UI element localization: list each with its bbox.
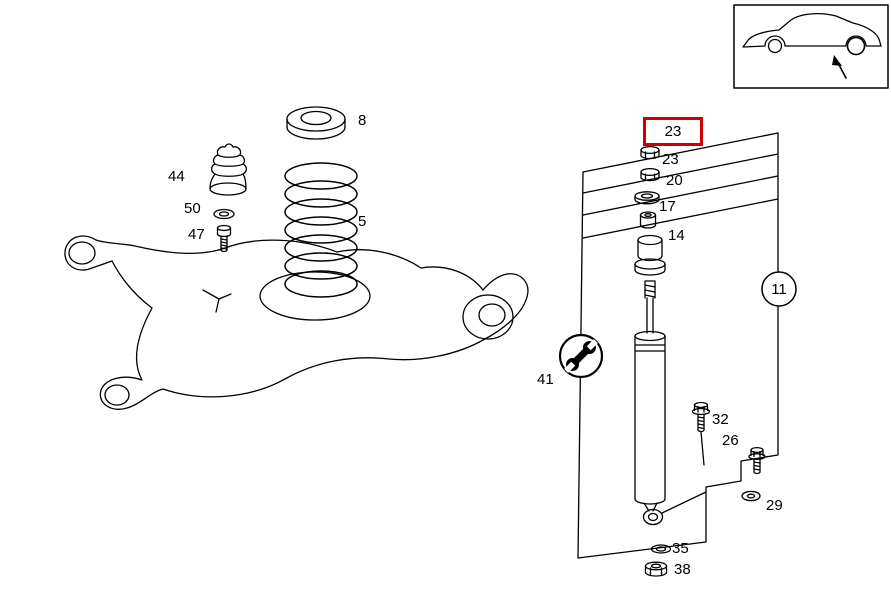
part-label-32[interactable]: 32 xyxy=(712,411,729,428)
part-label-5[interactable]: 5 xyxy=(358,213,367,230)
part-label-17[interactable]: 17 xyxy=(659,198,676,215)
part-label-8[interactable]: 8 xyxy=(358,112,367,129)
rear-wheel-marker xyxy=(846,36,866,56)
part-label-38[interactable]: 38 xyxy=(674,561,691,578)
bolt-47-drawing xyxy=(216,224,232,253)
control-arm-drawing xyxy=(64,235,529,410)
nut-38-drawing xyxy=(644,561,668,577)
bolt-26-drawing xyxy=(748,446,766,475)
part-label-50[interactable]: 50 xyxy=(184,200,201,217)
part-label-47[interactable]: 47 xyxy=(188,226,205,243)
nut-23b-drawing xyxy=(640,167,660,182)
vehicle-inset xyxy=(733,4,889,89)
locator-arrow-icon xyxy=(832,55,847,79)
washer-50-drawing xyxy=(213,208,235,220)
part-label-20[interactable]: 20 xyxy=(666,172,683,189)
part-label-35[interactable]: 35 xyxy=(672,540,689,557)
wrench-icon xyxy=(558,333,604,379)
part-label-14[interactable]: 14 xyxy=(668,227,685,244)
part-label-23[interactable]: 23 xyxy=(662,151,679,168)
shock-absorber-drawing xyxy=(634,280,707,526)
washer-35-drawing xyxy=(650,544,672,554)
group-circle-11 xyxy=(761,271,797,307)
part-label-23-highlighted[interactable]: 23 xyxy=(664,123,682,140)
part-label-11[interactable]: 11 xyxy=(771,281,787,298)
highlight-box: 23 xyxy=(643,117,703,146)
washer-20-drawing xyxy=(634,191,660,205)
bump-stop-drawing xyxy=(209,143,248,196)
front-wheel xyxy=(767,38,783,54)
bushing-14-drawing xyxy=(634,234,666,276)
bolt-32-drawing xyxy=(691,401,711,466)
nut-23a-drawing xyxy=(640,145,660,160)
clip-29-drawing xyxy=(741,490,761,502)
spring-seat-drawing xyxy=(286,106,346,140)
part-label-29[interactable]: 29 xyxy=(766,497,783,514)
part-label-44[interactable]: 44 xyxy=(168,168,185,185)
part-label-26[interactable]: 26 xyxy=(722,432,739,449)
coil-spring-drawing xyxy=(284,162,358,298)
spacer-17-drawing xyxy=(639,211,657,229)
part-label-41[interactable]: 41 xyxy=(537,371,554,388)
